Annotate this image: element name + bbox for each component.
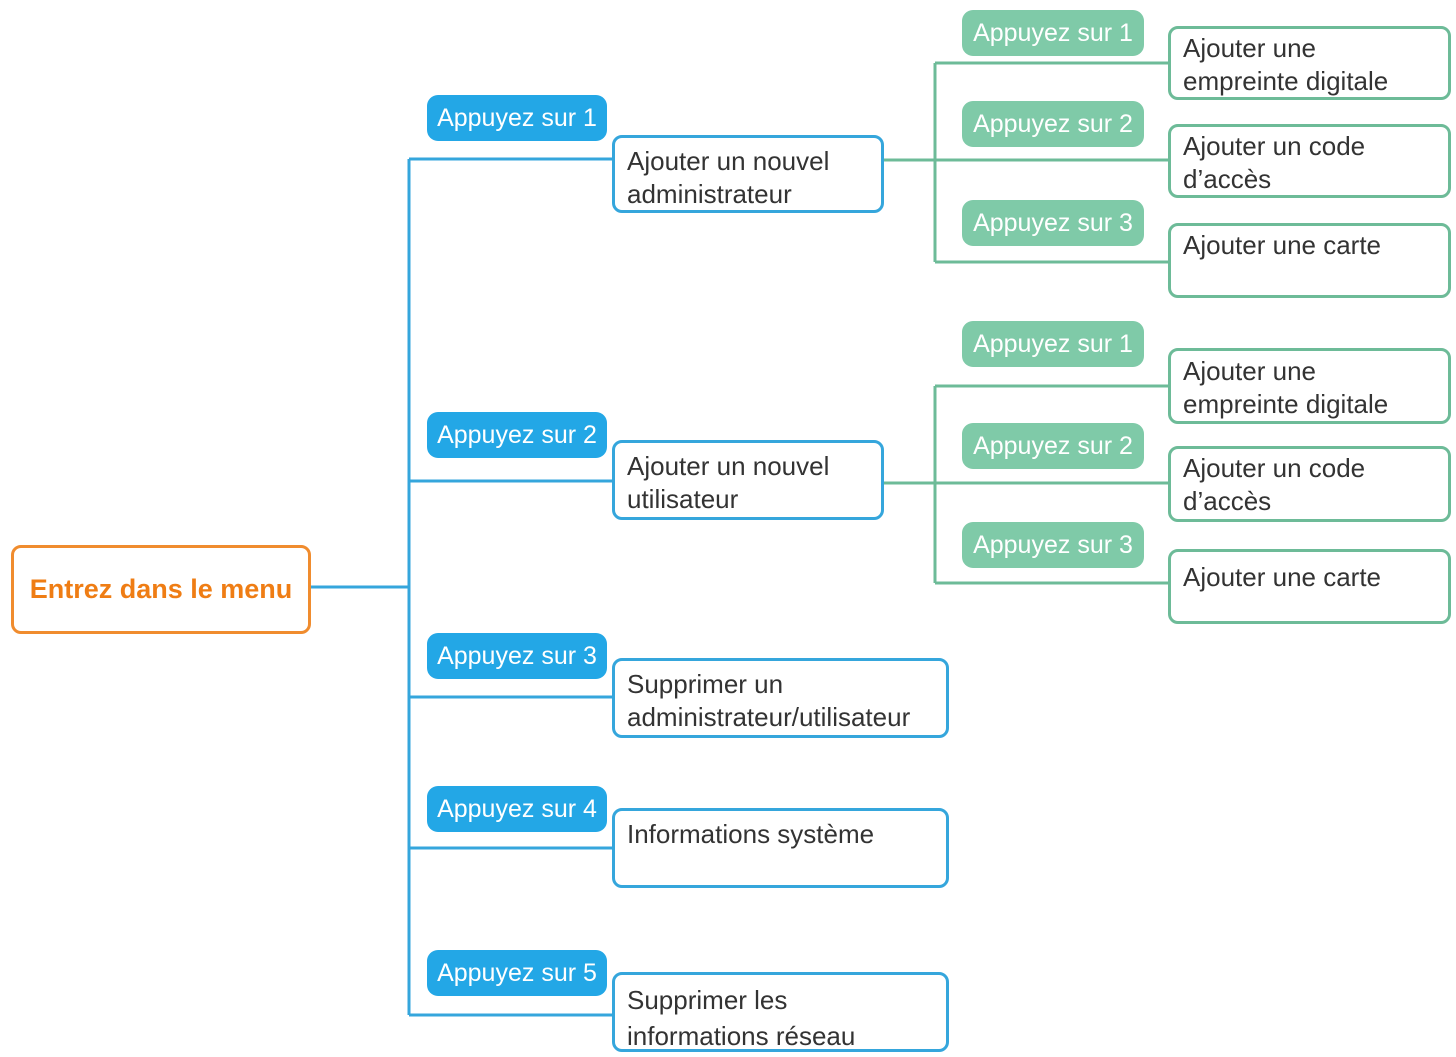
action-line: d’accès — [1183, 164, 1272, 194]
sub2-child-3-key: Appuyez sur 3 — [962, 522, 1144, 568]
branch-1-action: Ajouter un nouvel administrateur — [612, 135, 884, 213]
sub2-child-1-action: Ajouter une empreinte digitale — [1168, 348, 1451, 424]
branch-4-action: Informations système — [612, 808, 949, 888]
root-node: Entrez dans le menu — [11, 545, 311, 634]
action-line: Ajouter une — [1183, 33, 1316, 63]
branch-5-key: Appuyez sur 5 — [427, 950, 607, 996]
action-line: empreinte digitale — [1183, 66, 1389, 96]
sub2-child-2-key: Appuyez sur 2 — [962, 423, 1144, 469]
action-line: Ajouter un nouvel — [627, 146, 830, 176]
sub2-child-1-key: Appuyez sur 1 — [962, 321, 1144, 367]
branch-2-action: Ajouter un nouvel utilisateur — [612, 440, 884, 520]
branch-4-key: Appuyez sur 4 — [427, 786, 607, 832]
action-line: empreinte digitale — [1183, 389, 1389, 419]
action-line: administrateur — [627, 179, 792, 209]
sub1-child-3-key: Appuyez sur 3 — [962, 200, 1144, 246]
action-line: Ajouter une — [1183, 356, 1316, 386]
action-line: Ajouter une carte — [1183, 562, 1382, 592]
sub1-child-2-key: Appuyez sur 2 — [962, 101, 1144, 147]
action-line: Ajouter une carte — [1183, 230, 1382, 260]
action-line: informations réseau — [627, 1021, 856, 1051]
branch-5-action: Supprimer les informations réseau — [612, 972, 949, 1052]
sub1-child-1-action: Ajouter une empreinte digitale — [1168, 26, 1451, 100]
action-line: Supprimer un — [627, 669, 784, 699]
sub1-child-2-action: Ajouter un code d’accès — [1168, 124, 1451, 198]
action-line: Ajouter un code — [1183, 453, 1366, 483]
sub2-child-3-action: Ajouter une carte — [1168, 549, 1451, 624]
action-line: d’accès — [1183, 486, 1272, 516]
sub2-child-2-action: Ajouter un code d’accès — [1168, 446, 1451, 522]
action-line: Ajouter un code — [1183, 131, 1366, 161]
action-line: utilisateur — [627, 484, 739, 514]
root-label: Entrez dans le menu — [29, 574, 293, 604]
branch-3-action: Supprimer un administrateur/utilisateur — [612, 658, 949, 738]
branch-2-key: Appuyez sur 2 — [427, 412, 607, 458]
branch-1-key: Appuyez sur 1 — [427, 95, 607, 141]
action-line: Supprimer les — [627, 985, 788, 1015]
branch-3-key: Appuyez sur 3 — [427, 633, 607, 679]
action-line: Informations système — [627, 819, 875, 849]
action-line: Ajouter un nouvel — [627, 451, 830, 481]
sub1-child-1-key: Appuyez sur 1 — [962, 10, 1144, 56]
sub1-child-3-action: Ajouter une carte — [1168, 223, 1451, 298]
action-line: administrateur/utilisateur — [627, 702, 911, 732]
